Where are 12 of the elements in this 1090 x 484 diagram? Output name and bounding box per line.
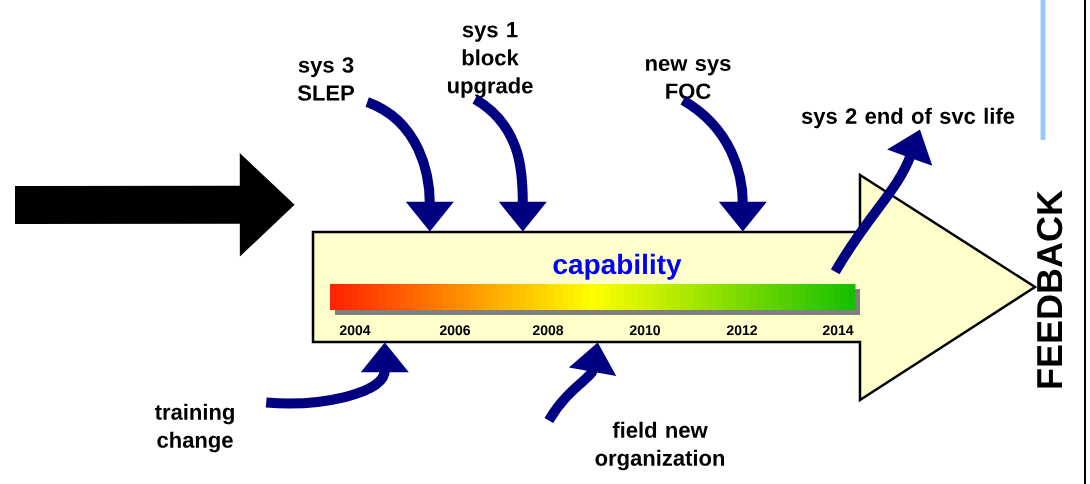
milestone-label: sys 1 block upgrade [448,22,533,98]
milestone-label: training change [154,403,234,453]
year-label: 2014 [822,325,854,336]
year-label: 2010 [629,325,660,336]
year-label: 2012 [726,325,757,336]
year-label: 2004 [339,325,371,336]
milestone-label: new sys FOC [646,58,731,100]
milestone-label: sys 3 SLEP [297,57,354,101]
milestone-label: sys 2 end of svc life [801,107,1015,129]
milestone-label: field new organization [595,421,725,471]
year-label: 2006 [439,325,471,336]
year-label: 2008 [532,325,564,336]
